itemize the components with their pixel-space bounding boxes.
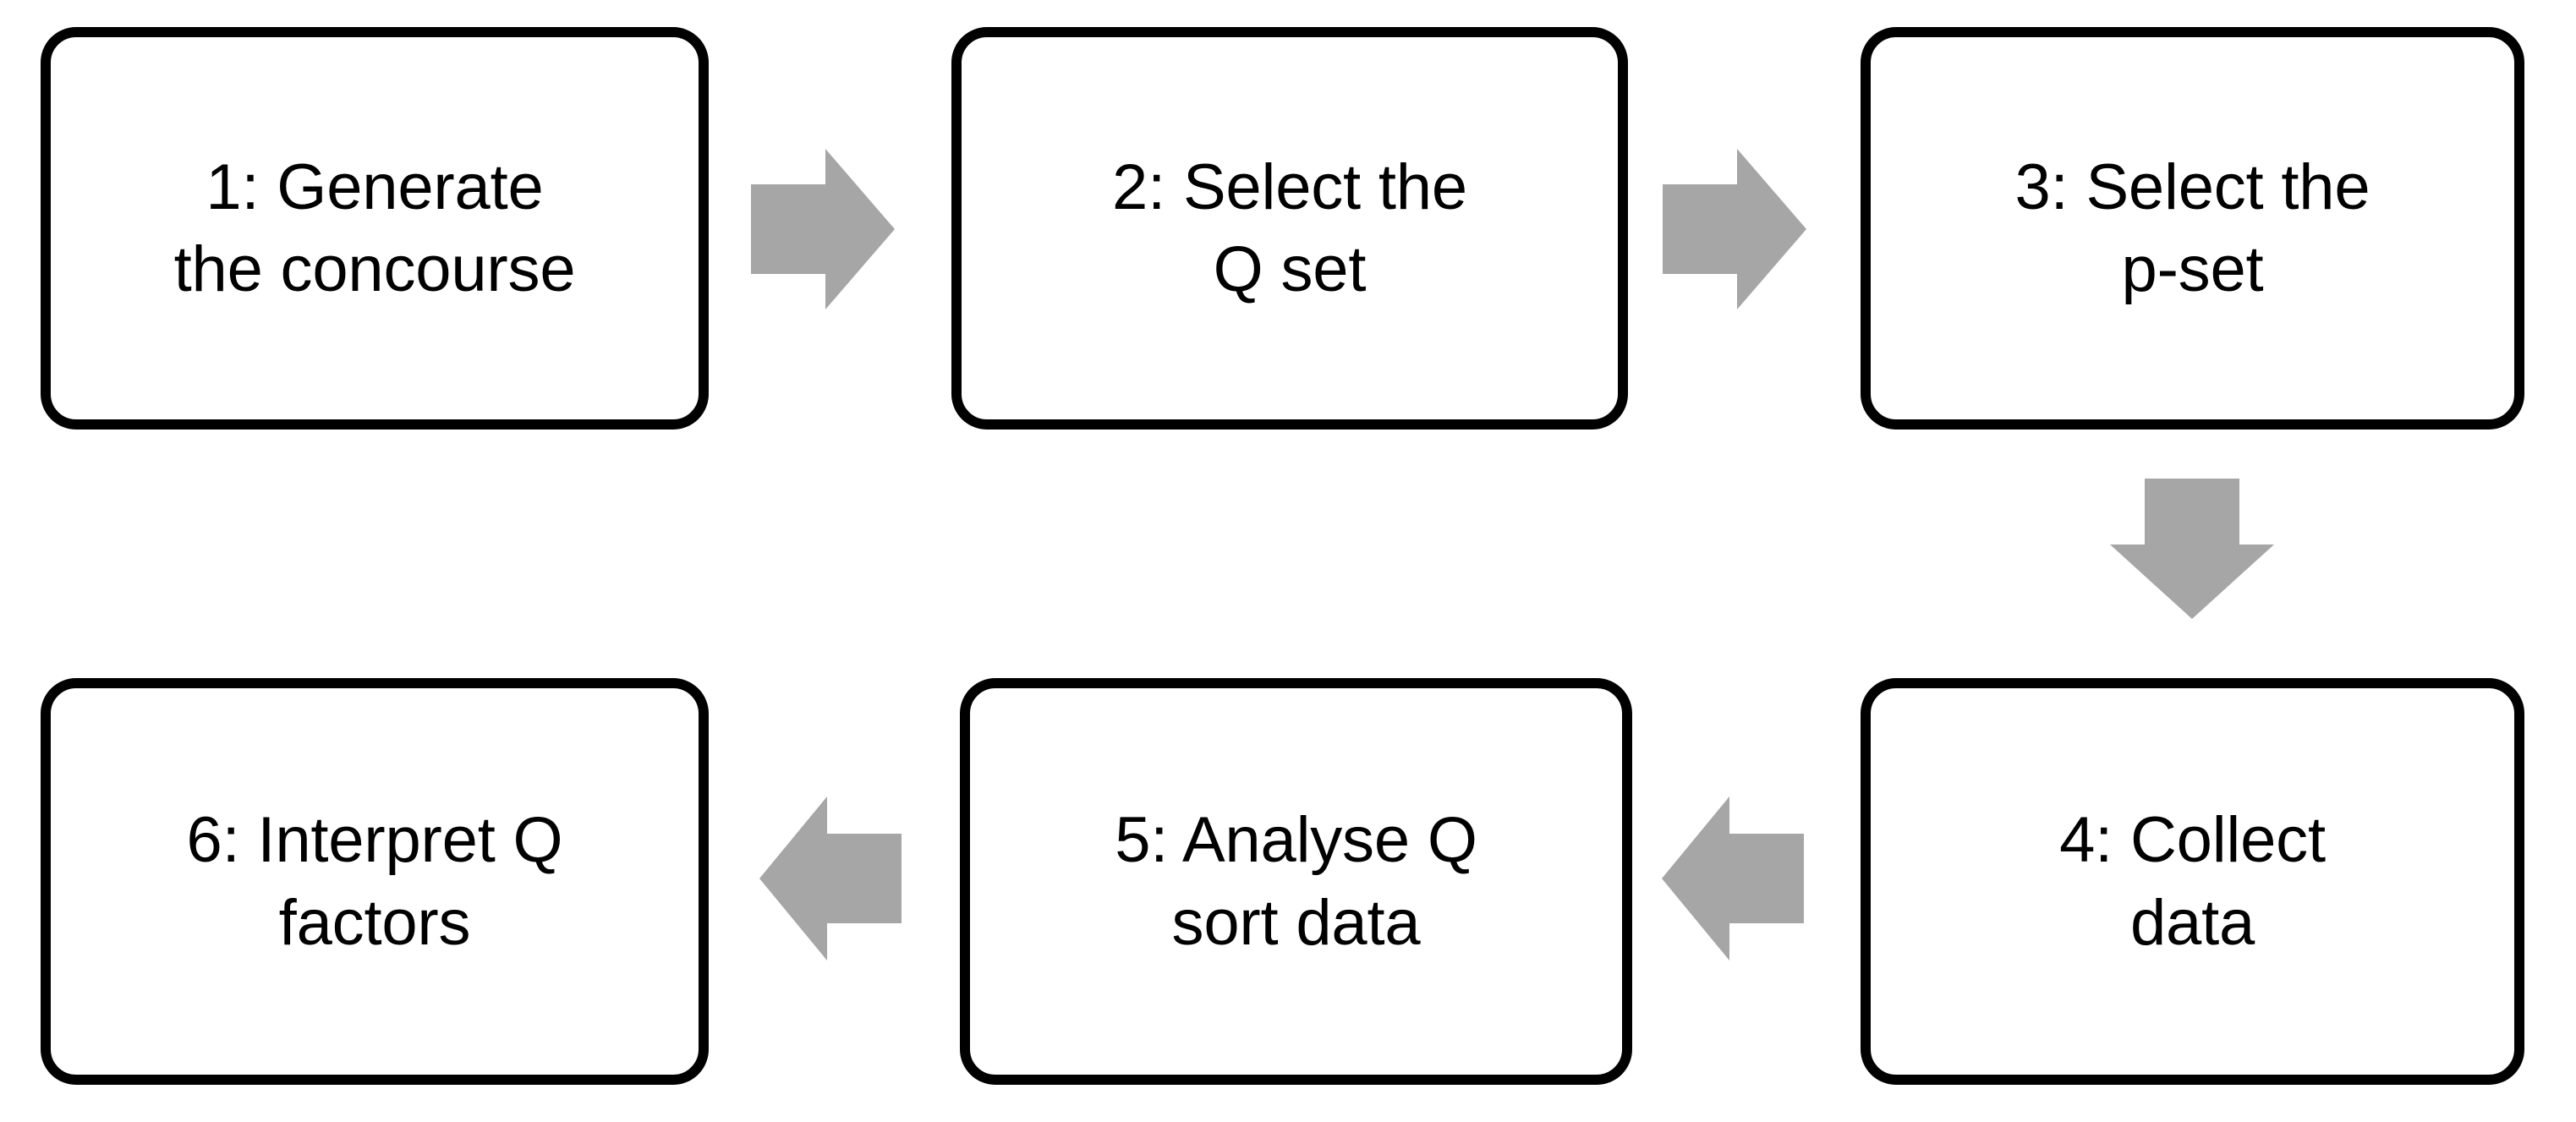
arrow-left-icon-5-to-6 (759, 796, 902, 961)
flow-node-step-4-label: 4: Collect data (2059, 804, 2326, 959)
arrow-right-icon-2-to-3 (1663, 149, 1806, 309)
flow-node-step-6[interactable]: 6: Interpret Q factors (41, 678, 709, 1085)
flow-node-step-2[interactable]: 2: Select the Q set (951, 27, 1628, 430)
flow-node-step-1-label: 1: Generate the concourse (173, 151, 576, 305)
arrow-left-icon-4-to-5 (1662, 796, 1804, 961)
flow-node-step-4[interactable]: 4: Collect data (1861, 678, 2524, 1085)
arrow-right-icon-1-to-2 (751, 149, 895, 309)
arrow-down-icon-3-to-4 (2110, 479, 2274, 619)
flow-node-step-2-label: 2: Select the Q set (1112, 151, 1467, 305)
flow-node-step-5[interactable]: 5: Analyse Q sort data (960, 678, 1632, 1085)
flow-node-step-5-label: 5: Analyse Q sort data (1115, 804, 1477, 959)
flow-node-step-3-label: 3: Select the p-set (2014, 151, 2370, 305)
flow-node-step-1[interactable]: 1: Generate the concourse (41, 27, 709, 430)
flow-node-step-3[interactable]: 3: Select the p-set (1861, 27, 2524, 430)
flow-node-step-6-label: 6: Interpret Q factors (186, 804, 563, 959)
